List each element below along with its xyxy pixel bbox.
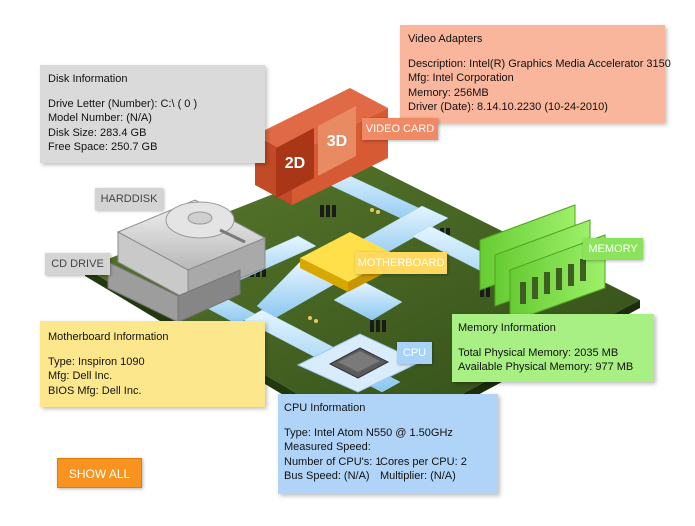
cpu-multiplier: Multiplier: (N/A) [380, 470, 456, 482]
video-info-panel: Video Adapters Description: Intel(R) Gra… [400, 25, 671, 123]
video-memory: Memory: 256MB [408, 86, 489, 99]
video-info-title: Video Adapters [408, 33, 483, 45]
cpu-info-panel: CPU Information Type: Intel Atom N550 @ … [278, 394, 498, 494]
disk-free-space: Free Space: 250.7 GB [48, 141, 158, 153]
cpu-device [296, 333, 422, 393]
disk-model-number: Model Number: (N/A) [48, 112, 152, 124]
disk-info-panel: Disk Information Drive Letter (Number): … [40, 65, 265, 163]
motherboard-type: Type: Inspiron 1090 [48, 355, 145, 368]
video-driver: Driver (Date): 8.14.10.2230 (10-24-2010) [408, 101, 608, 113]
cpu-type: Type: Intel Atom N550 @ 1.50GHz [284, 426, 453, 439]
cd-drive-label[interactable]: CD DRIVE [45, 253, 110, 275]
video-description: Description: Intel(R) Graphics Media Acc… [408, 57, 671, 70]
memory-sticks [479, 204, 606, 323]
harddisk-device [116, 199, 267, 301]
chip-3d-label: 3D [327, 133, 347, 150]
memory-info-title: Memory Information [458, 322, 556, 334]
cpu-measured-speed: Measured Speed: [284, 441, 371, 453]
show-all-button[interactable]: SHOW ALL [57, 458, 142, 488]
motherboard-label[interactable]: MOTHERBOARD [355, 252, 447, 274]
video-mfg: Mfg: Intel Corporation [408, 72, 514, 84]
memory-info-panel: Memory Information Total Physical Memory… [452, 314, 654, 382]
motherboard-mfg: Mfg: Dell Inc. [48, 370, 113, 382]
harddisk-label[interactable]: HARDDISK [95, 188, 163, 210]
memory-available: Available Physical Memory: 977 MB [458, 361, 634, 373]
video-card-device [255, 88, 388, 205]
cpu-label[interactable]: CPU [397, 342, 432, 364]
cd-drive-device [107, 261, 241, 323]
disk-drive-letter: Drive Letter (Number): C:\ ( 0 ) [48, 97, 198, 110]
memory-total: Total Physical Memory: 2035 MB [458, 346, 619, 359]
disk-size: Disk Size: 283.4 GB [48, 126, 147, 139]
disk-info-title: Disk Information [48, 73, 128, 85]
cpu-bus-speed: Bus Speed: (N/A) [284, 470, 370, 482]
video-card-label[interactable]: VIDEO CARD [362, 118, 438, 140]
motherboard-bios-mfg: BIOS Mfg: Dell Inc. [48, 384, 142, 397]
cpu-cores: Cores per CPU: 2 [380, 455, 467, 468]
chip-2d-label: 2D [285, 155, 305, 172]
memory-label[interactable]: MEMORY [583, 238, 643, 260]
motherboard-info-title: Motherboard Information [48, 331, 169, 343]
cpu-info-title: CPU Information [284, 402, 366, 414]
motherboard-info-panel: Motherboard Information Type: Inspiron 1… [40, 321, 265, 407]
cpu-count: Number of CPU's: 1 [284, 455, 382, 468]
